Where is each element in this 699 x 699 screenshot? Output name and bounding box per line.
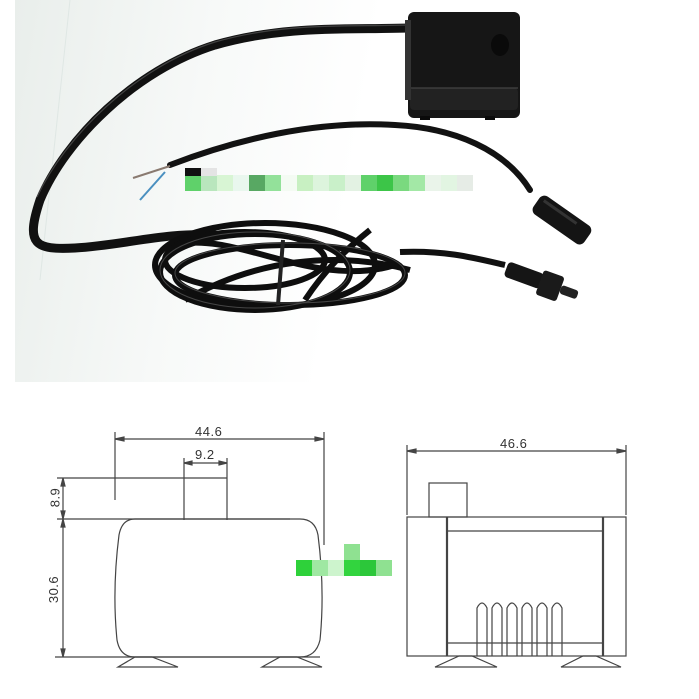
watermark-mosaic-drawing	[296, 560, 392, 576]
product-photo-illustration	[28, 0, 592, 313]
cable-tie	[276, 239, 285, 306]
watermark-mosaic-drawing-top	[344, 544, 360, 560]
side-width-label: 46.6	[500, 436, 528, 451]
front-view	[55, 432, 325, 668]
pump-cable	[28, 23, 415, 253]
pump-body	[405, 12, 520, 120]
product-photo	[15, 0, 620, 382]
bare-wire-blue	[139, 171, 166, 201]
technical-drawing: 44.6 9.2 8.9 30.6 46.6	[0, 382, 699, 699]
front-width-label: 44.6	[195, 424, 223, 439]
side-view	[406, 445, 627, 668]
outlet-width-label: 9.2	[195, 447, 215, 462]
watermark-mosaic	[185, 175, 473, 191]
dimension-drawing	[55, 432, 627, 668]
female-dc-connector	[532, 195, 592, 245]
body-height-label: 30.6	[46, 575, 62, 604]
male-dc-connector	[504, 262, 579, 301]
outlet-height-label: 8.9	[47, 487, 63, 508]
watermark-mosaic-top	[185, 168, 217, 176]
bare-wire-brown	[132, 165, 171, 179]
extension-cable	[167, 121, 533, 193]
